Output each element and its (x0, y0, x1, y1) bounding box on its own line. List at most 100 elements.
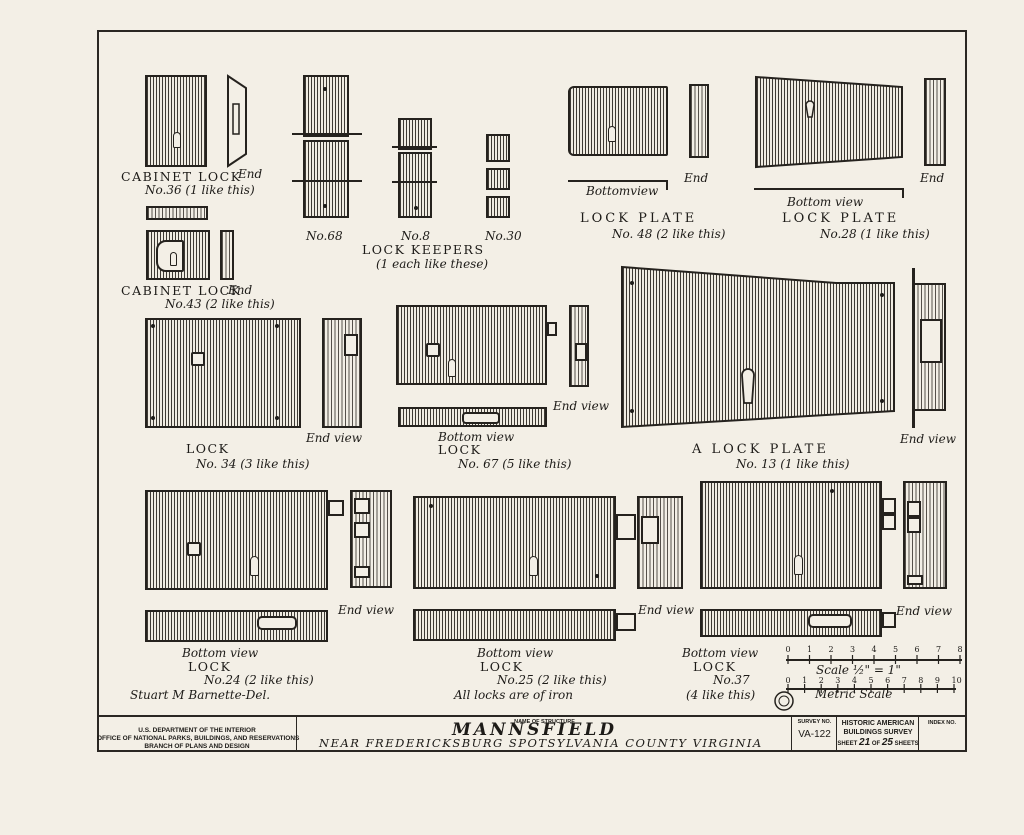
lock-37-bottom-bolt-end (882, 612, 896, 628)
lock-24-bottom-bolt (257, 616, 297, 630)
cabinet-lock-43-end-label: End (228, 283, 253, 297)
cabinet-lock-43-number: No.43 (2 like this) (165, 297, 275, 311)
lock-plate-13-end-label: End view (900, 432, 956, 446)
lock-plate-28-title: LOCK PLATE (782, 211, 900, 226)
scale-tick-label: 0 (785, 676, 791, 685)
lock-plate-48-end-label: End (684, 171, 709, 185)
lock-plate-13-end-slot (920, 319, 942, 363)
lock-keepers-title: LOCK KEEPERS (362, 242, 485, 257)
scale-tick-label: 10 (951, 676, 962, 685)
agency-line-1: U.S. DEPARTMENT OF THE INTERIOR (138, 727, 256, 734)
habs-line-1: HISTORIC AMERICAN (841, 720, 915, 727)
metric-scale-label: Metric Scale (815, 687, 893, 701)
lock-24-end-label: End view (338, 603, 394, 617)
lock-plate-48-title: LOCK PLATE (580, 211, 698, 226)
lock-37-face (700, 481, 882, 589)
structure-name: MANNSFIELD (452, 720, 618, 740)
lock-37-end-slot (907, 517, 921, 533)
lock-24-number: No.24 (2 like this) (204, 673, 314, 687)
sheet-word: SHEET (837, 741, 858, 747)
lock-67-spindle (426, 343, 440, 357)
delineator-credit: Stuart M Barnette-Del. (130, 688, 271, 702)
keyhole-icon (794, 555, 803, 575)
lock-plate-28-number: No.28 (1 like this) (820, 227, 930, 241)
lock-plate-28-face (755, 75, 903, 169)
screw-hole (151, 324, 155, 328)
scale-tick-label: 7 (936, 645, 942, 654)
scale-tick-label: 0 (785, 645, 791, 654)
lock-keeper-30-middle (486, 168, 510, 190)
cabinet-lock-43-title: CABINET LOCK (121, 283, 242, 298)
lock-24-end-slot (354, 498, 370, 514)
screw-hole (275, 324, 279, 328)
lock-keeper-8-number: No.8 (401, 229, 430, 243)
scale-tick-label: 4 (871, 645, 877, 654)
lock-24-bottom-view (145, 610, 328, 642)
cabinet-lock-36-title: CABINET LOCK (121, 169, 242, 184)
lock-keeper-68-break (292, 180, 362, 182)
lock-37-end-slot (907, 501, 921, 517)
lock-34-title: LOCK (186, 441, 230, 456)
scale-tick-label: 4 (851, 676, 857, 685)
metric-scale-bar (786, 684, 956, 693)
lock-25-number: No.25 (2 like this) (497, 673, 607, 687)
lock-67-number: No. 67 (5 like this) (458, 457, 572, 471)
lock-keeper-68-number: No.68 (306, 229, 343, 243)
sheets-word: SHEETS (894, 741, 919, 747)
lock-24-face (145, 490, 328, 590)
index-cell: INDEX NO. (919, 717, 965, 752)
lock-plate-28-bottom-view (754, 188, 904, 190)
lock-plate-28-bottom-label: Bottom view (787, 195, 864, 209)
lock-25-end-slot (641, 516, 659, 544)
cabinet-lock-43-top (146, 206, 208, 220)
lock-67-bottom-label: Bottom view (438, 430, 515, 444)
structure-caption: NAME OF STRUCTURE (514, 719, 575, 725)
scale-tick-label: 8 (957, 645, 963, 654)
lock-keeper-68-break (292, 133, 362, 135)
scale-tick-label: 2 (828, 645, 834, 654)
screw-hole (275, 416, 279, 420)
lock-37-end-slot (907, 575, 923, 585)
agency-cell: U.S. DEPARTMENT OF THE INTERIOR OFFICE O… (97, 717, 299, 752)
scale-tick-label: 6 (914, 645, 920, 654)
habs-cell: HISTORIC AMERICAN BUILDINGS SURVEY SHEET… (837, 717, 919, 752)
lock-plate-48-face (568, 86, 668, 156)
index-caption: INDEX NO. (927, 720, 957, 726)
lock-keeper-68-upper (303, 75, 349, 137)
lock-plate-48-end (689, 84, 709, 158)
lock-67-title: LOCK (438, 442, 482, 457)
scale-tick-label: 5 (868, 676, 874, 685)
lock-24-bolt (328, 500, 344, 516)
lock-keeper-30-upper (486, 134, 510, 162)
lock-24-end-slot (354, 566, 370, 578)
lock-plate-13-end-pin (912, 268, 915, 428)
lock-plate-13-end (912, 283, 946, 411)
scale-tick-label: 2 (818, 676, 824, 685)
screw-hole (830, 489, 834, 493)
scale-tick-label: 3 (835, 676, 841, 685)
cabinet-lock-36-number: No.36 (1 like this) (145, 183, 255, 197)
scale-tick-label: 7 (901, 676, 907, 685)
lock-25-note: All locks are of iron (454, 688, 573, 702)
lock-37-bottom-bolt (808, 614, 852, 628)
structure-location: NEAR FREDERICKSBURG SPOTSYLVANIA COUNTY … (319, 736, 763, 750)
lock-keepers-note: (1 each like these) (376, 257, 489, 271)
lock-67-end-slot (575, 343, 587, 361)
survey-caption: SURVEY NO. (797, 719, 832, 725)
lock-25-end-label: End view (638, 603, 694, 617)
lock-37-end-label: End view (896, 604, 952, 618)
seal-icon (774, 691, 794, 711)
scale-tick-label: 6 (885, 676, 891, 685)
lock-keeper-30-lower (486, 196, 510, 218)
cabinet-lock-36-end (227, 74, 247, 168)
keyhole-icon (529, 556, 538, 576)
screw-hole (595, 574, 599, 578)
lock-plate-28-end (924, 78, 946, 166)
cabinet-lock-43-end (220, 230, 234, 280)
title-block: U.S. DEPARTMENT OF THE INTERIOR OFFICE O… (97, 715, 967, 752)
lock-37-count: (4 like this) (686, 688, 756, 702)
lock-37-bottom-label: Bottom view (682, 646, 759, 660)
lock-34-number: No. 34 (3 like this) (196, 457, 310, 471)
keyhole-icon (608, 126, 616, 142)
